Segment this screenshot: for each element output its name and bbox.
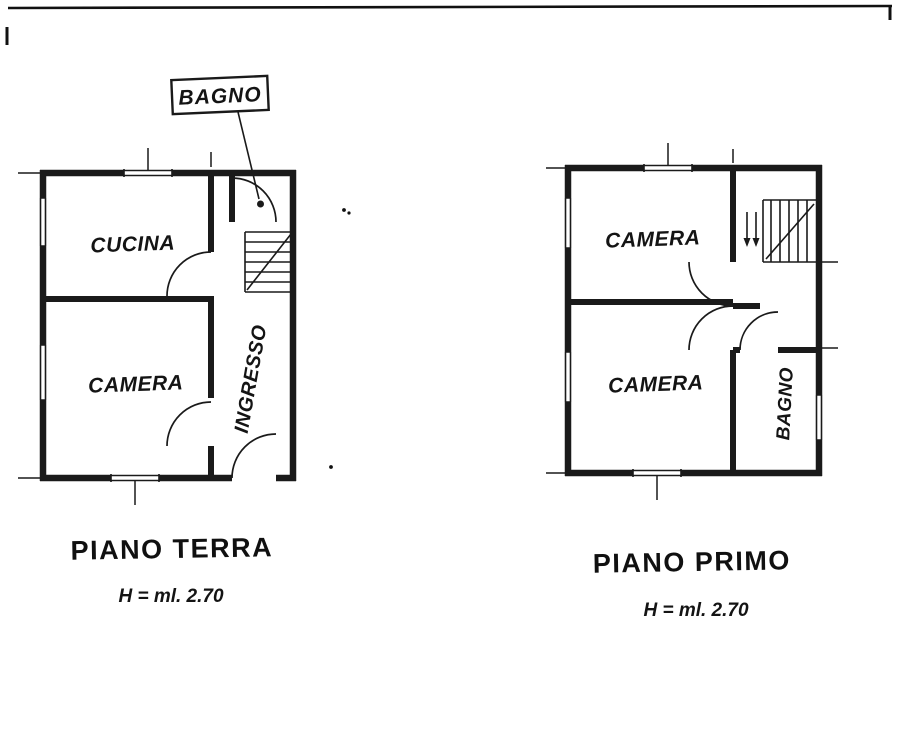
plan-terra-height-note: H = ml. 2.70 (118, 586, 224, 607)
callout-label: BAGNO (178, 83, 262, 110)
interior-walls (565, 165, 819, 473)
stair-arrowhead (743, 238, 751, 247)
plan-primo-height-note: H = ml. 2.70 (643, 600, 749, 621)
window-symbols (564, 164, 823, 477)
plan-terra-drawing: BAGNO CUCINA CAMERA INGRESSO PIANO TERRA… (18, 74, 297, 607)
scan-artifacts (5, 4, 893, 469)
scan-top-border (7, 4, 893, 10)
room-label-camera-top: CAMERA (605, 226, 701, 252)
room-label-camera: CAMERA (88, 371, 184, 397)
room-label-camera-bottom: CAMERA (608, 371, 704, 397)
door-arc-cucina (166, 251, 212, 297)
stair-cut-line (246, 233, 292, 291)
plan-primo-title: PIANO PRIMO (593, 545, 792, 578)
window-symbols (39, 169, 173, 482)
room-label-bagno: BAGNO (773, 367, 798, 441)
door-arc-bagno (739, 311, 779, 351)
door-arc-camera-top (688, 261, 734, 307)
stair-arrowhead (752, 238, 760, 247)
stairs (743, 199, 816, 263)
stair-direction-arrows (746, 212, 757, 240)
callout-dot (257, 200, 264, 208)
scan-speck (342, 208, 346, 212)
door-arc-camera-bottom (688, 305, 734, 351)
dimension-ticks (18, 148, 212, 505)
stair-treads (762, 199, 816, 263)
room-label-ingresso: INGRESSO (231, 323, 272, 435)
stair-cut-line (765, 203, 815, 260)
door-arc-bagno (231, 177, 277, 223)
stairs (244, 231, 293, 293)
dimension-ticks (546, 143, 838, 500)
plan-primo-drawing: CAMERA CAMERA BAGNO PIANO PRIMO H = ml. … (546, 143, 838, 621)
room-label-cucina: CUCINA (90, 232, 175, 258)
callout-leader-line (237, 111, 260, 200)
door-arc-entrance (231, 433, 277, 479)
bagno-callout: BAGNO (170, 74, 270, 116)
scan-speck (329, 465, 333, 469)
plan-terra-title: PIANO TERRA (70, 532, 273, 566)
door-arc-camera (166, 401, 212, 447)
interior-walls (40, 170, 235, 478)
scan-speck (347, 211, 351, 215)
callout-box (170, 74, 270, 116)
